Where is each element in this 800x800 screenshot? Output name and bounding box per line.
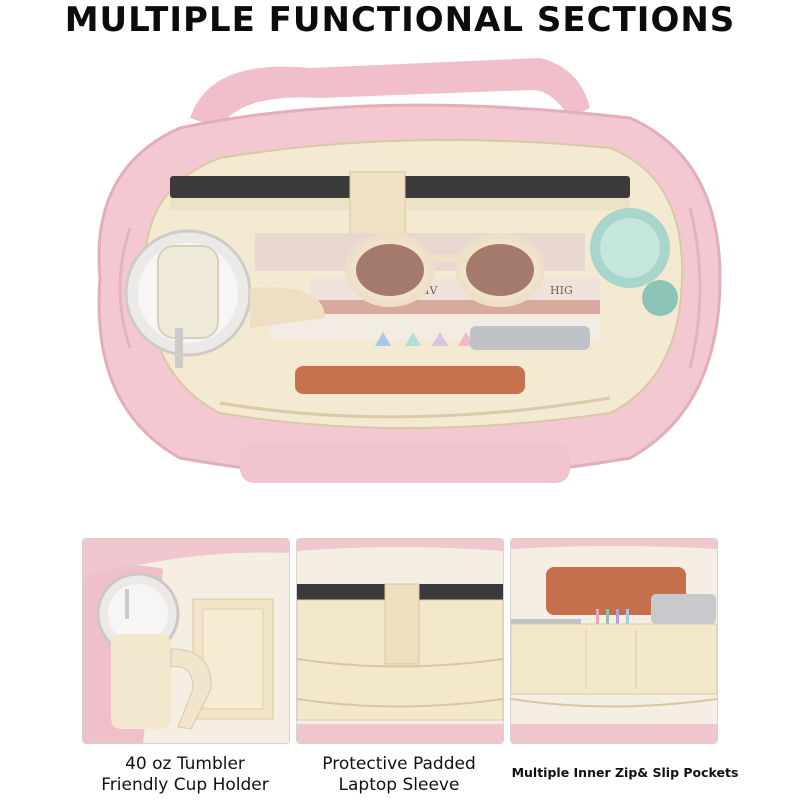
phone xyxy=(470,326,590,350)
feature-caption-inner-pockets: Multiple Inner Zip& Slip Pockets xyxy=(505,762,745,783)
caption-line: Friendly Cup Holder xyxy=(101,775,269,795)
sleeve-strap xyxy=(349,171,406,235)
feature-caption-cup-holder: 40 oz Tumbler Friendly Cup Holder xyxy=(75,754,295,796)
tumbler-handle xyxy=(250,287,325,328)
feature-image-cup-holder xyxy=(82,538,290,744)
caption-line: 40 oz Tumbler xyxy=(125,754,245,774)
mint-container xyxy=(590,208,678,316)
feature-image-inner-pockets xyxy=(510,538,718,744)
page-title: MULTIPLE FUNCTIONAL SECTIONS xyxy=(64,0,736,40)
caption-line: Multiple Inner Zip& Slip Pockets xyxy=(511,765,739,780)
pens xyxy=(375,332,474,346)
book xyxy=(310,300,600,314)
sunglasses xyxy=(345,233,545,307)
wallet xyxy=(295,366,525,394)
caption-line: Laptop Sleeve xyxy=(338,775,460,795)
feature-caption-laptop-sleeve: Protective Padded Laptop Sleeve xyxy=(289,754,509,796)
bag-base xyxy=(240,443,570,483)
book-spine-text: HIG xyxy=(550,284,573,297)
feature-image-laptop-sleeve xyxy=(296,538,504,744)
tumbler xyxy=(124,229,325,368)
hero-bag-image: IN ZIV HIG xyxy=(70,48,730,518)
caption-line: Protective Padded xyxy=(322,754,476,774)
bag-handle xyxy=(190,58,590,128)
